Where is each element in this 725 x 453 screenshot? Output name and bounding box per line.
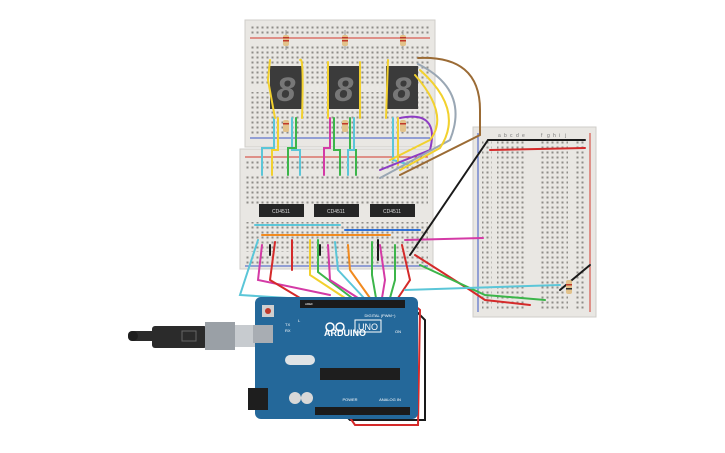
wire[interactable] [309,239,346,299]
resistor[interactable] [566,280,572,294]
col-letter: d [516,133,519,139]
resistor[interactable] [342,120,348,132]
right-board-letters: a b c d e f g h i j [498,133,566,139]
col-letter: g [547,133,550,139]
display-digit: 8 [393,71,412,109]
resistor[interactable] [283,120,289,132]
display-digit: 8 [277,71,296,109]
wire[interactable] [333,117,341,176]
col-letter: i [559,133,560,139]
col-letter: c [510,133,513,139]
resistors-top[interactable] [283,30,406,132]
wire[interactable] [414,254,531,306]
col-letter: b [504,133,507,139]
power-label: POWER [342,397,357,402]
arduino-model: UNO [358,322,378,332]
wire[interactable] [404,237,484,241]
decoder-chip[interactable]: CD4511 [259,204,304,217]
display-digit: 8 [335,71,354,109]
wire[interactable] [389,244,396,299]
digital-label: DIGITAL (PWM~) [365,313,397,318]
wire[interactable] [559,264,591,291]
wire[interactable] [334,241,365,299]
wire[interactable] [271,117,279,176]
wire[interactable] [389,74,439,161]
decoder-chip[interactable]: CD4511 [314,204,359,217]
resistor[interactable] [342,30,348,50]
seven-segment-display[interactable]: 8 [386,66,418,109]
col-letter: e [522,133,525,139]
wire[interactable] [323,117,331,176]
wire[interactable] [379,244,387,299]
resistor[interactable] [400,120,406,132]
wire[interactable] [409,139,489,256]
wire[interactable] [385,59,389,119]
wires[interactable] [238,56,591,426]
wire[interactable] [291,117,301,176]
wire[interactable] [317,239,353,299]
wire[interactable] [404,284,561,291]
wire[interactable] [371,241,377,299]
seven-segment-display[interactable]: 8 [328,66,360,109]
decoder-chips[interactable]: CD4511 CD4511 CD4511 [259,204,415,217]
wire[interactable] [268,241,301,299]
wire[interactable] [327,244,359,299]
usb-cable[interactable] [128,322,265,350]
analog-label: ANALOG IN [379,397,401,402]
col-letter: f [541,133,543,139]
aref-label: AREF [305,302,313,306]
decoder-chip[interactable]: CD4511 [370,204,415,217]
arduino-logo-icon [325,322,345,332]
wire[interactable] [419,264,546,301]
rx-label: RX [285,328,291,333]
wire[interactable] [399,69,450,171]
wire[interactable] [299,58,304,119]
wire[interactable] [287,117,297,176]
wire[interactable] [347,244,371,299]
chip-label: CD4511 [327,209,345,215]
col-letter: a [498,133,501,139]
arduino-logo-text: ARDUINO [324,328,366,338]
wire[interactable] [347,117,355,176]
tx-label: TX [285,322,290,327]
wire[interactable] [397,244,412,299]
wire[interactable] [379,63,457,179]
wire[interactable] [399,56,481,176]
chip-label: CD4511 [272,209,290,215]
arduino-uno-board[interactable]: ARDUINO UNO DIGITAL (PWM~) POWER ANALOG … [248,297,418,419]
col-letter: h [553,133,556,139]
on-label: ON [395,329,401,334]
breadboard-right: a b c d e f g h i j [472,126,597,318]
wire[interactable] [261,117,275,176]
resistor[interactable] [400,30,406,50]
seven-segment-display[interactable]: 8 [270,66,302,109]
wire[interactable] [256,244,331,296]
wire[interactable] [392,117,411,166]
chip-label: CD4511 [383,209,401,215]
resistor[interactable] [283,30,289,50]
seven-segment-displays[interactable]: 8 8 8 [270,66,418,109]
wire[interactable] [266,59,276,119]
wire[interactable] [489,147,586,151]
l-label: L [298,318,301,323]
col-letter: j [564,133,566,139]
